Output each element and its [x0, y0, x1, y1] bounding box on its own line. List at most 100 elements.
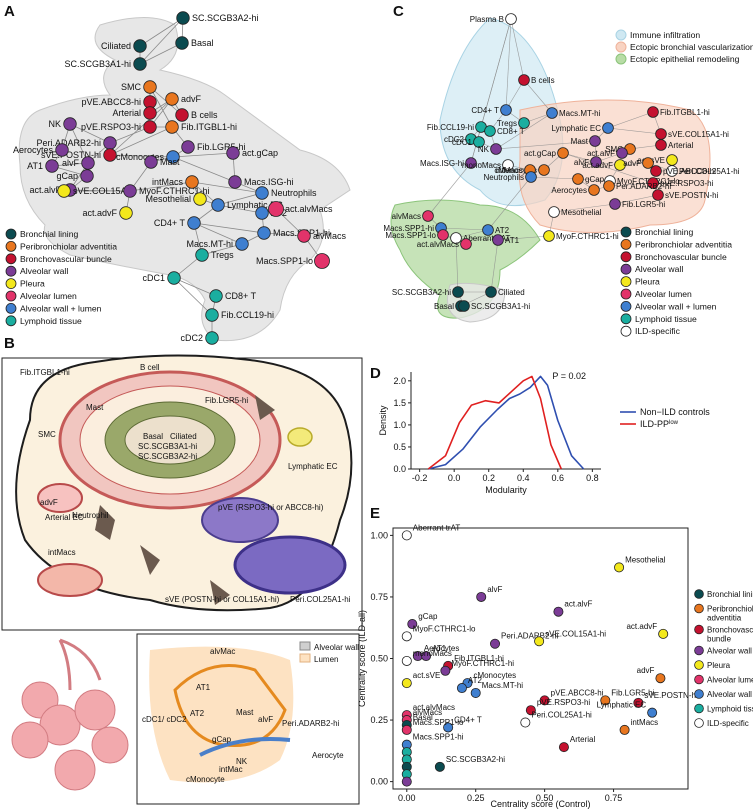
network-c-node-label: intMacs — [495, 166, 523, 175]
network-c-node — [482, 224, 494, 236]
legend-label: Alveolar wall — [635, 264, 683, 274]
network-a-node — [187, 216, 201, 230]
network-a-node — [211, 198, 225, 212]
scatter-legend-label: Alveolar wall + lumen — [707, 690, 753, 699]
network-c-edge — [455, 237, 459, 293]
scatter-point — [553, 606, 564, 617]
legend-label: Alveolar wall — [20, 266, 68, 276]
network-a-edge — [172, 156, 236, 183]
scatter-point — [434, 761, 445, 772]
scatter-point — [401, 530, 412, 541]
fibroblast-shape — [210, 580, 230, 605]
scatter-point — [401, 776, 412, 787]
network-a-node — [195, 248, 209, 262]
network-c-node — [589, 135, 601, 147]
network-c-node — [492, 234, 504, 246]
network-c-edge — [490, 239, 499, 293]
illustration-label: Fib.ITGBL1-hi — [20, 368, 70, 377]
scatter-point-label: Macs.MT-hi — [482, 681, 524, 690]
inset-label: intMac — [219, 765, 243, 774]
scatter-point-label: act.advF — [626, 622, 657, 631]
density-y-tick-label: 1.5 — [393, 398, 406, 408]
scatter-point-label: act.alvF — [564, 600, 592, 609]
network-c-node-label: CD4+ T — [471, 106, 499, 115]
legend-swatch — [5, 290, 17, 302]
inset-legend-wall: Alveolar wall — [314, 643, 359, 652]
scatter-point-label: Aberrant trAT — [413, 523, 461, 532]
network-a-edge — [69, 123, 111, 144]
network-c-node — [538, 164, 550, 176]
scatter-point — [619, 724, 630, 735]
scatter-legend-swatch — [694, 718, 704, 728]
legend-label: Peribronchiolar adventitia — [635, 239, 732, 249]
network-a-node-label: Mesothelial — [145, 194, 191, 204]
network-c-node-label: Arterial — [668, 141, 694, 150]
legend-label: Bronchovascular buncle — [635, 252, 727, 262]
network-c-edge — [497, 235, 550, 241]
network-c-edge — [607, 111, 654, 129]
scatter-point — [401, 631, 412, 642]
legend-swatch — [620, 325, 632, 337]
scatter-frame — [392, 527, 689, 790]
network-a-node — [176, 11, 190, 25]
network-a-node — [45, 159, 59, 173]
network-a-node-label: Neutrophils — [271, 188, 317, 198]
network-c-node — [557, 147, 569, 159]
network-c-node-label: Aberrant trAT — [463, 234, 511, 243]
scatter-legend-label: Bronchial lining — [707, 590, 753, 599]
scatter-y-tick-label: 0.00 — [370, 777, 388, 787]
network-a-node-label: act.alvMacs — [285, 204, 333, 214]
inset-alveolar-wall — [173, 664, 287, 748]
network-c-node-label: monoMacs — [462, 161, 501, 170]
network-a-node — [143, 106, 157, 120]
network-a-node — [166, 150, 180, 164]
network-a-edge — [173, 277, 213, 316]
legend-swatch — [620, 226, 632, 238]
network-c-node — [437, 229, 449, 241]
network-c-edge — [505, 18, 512, 111]
network-a-node-label: Ciliated — [101, 41, 131, 51]
network-a-node-label: alvF — [62, 158, 80, 168]
network-c-node-label: Per.ADARB2-hi — [616, 182, 671, 191]
network-c-node-label: Peri.COL25A1-hi — [679, 167, 740, 176]
network-c-edge — [495, 140, 596, 150]
scatter-legend-label: Alveolar wall — [707, 647, 752, 656]
legend-swatch — [620, 263, 632, 275]
network-a-edge — [109, 154, 174, 158]
network-a-node — [143, 80, 157, 94]
network-a-node — [144, 155, 158, 169]
network-c-node — [546, 107, 558, 119]
network-a-node — [103, 148, 117, 162]
network-a-node — [81, 156, 95, 170]
network-a-node-label: Tregs — [211, 250, 234, 260]
network-c-node — [450, 232, 462, 244]
network-a-node-label: Lymphatic EC — [227, 200, 283, 210]
network-a-node-label: MyoF.CTHRC1-hi — [139, 186, 210, 196]
scatter-legend-swatch — [694, 645, 704, 656]
network-c-node — [647, 177, 659, 189]
network-a-edge — [217, 204, 263, 214]
network-a-node — [119, 206, 133, 220]
network-a-node-label: sVE.COL15A-hi — [73, 186, 137, 196]
scatter-point-label: act.sVE — [413, 671, 441, 680]
scatter-point — [614, 562, 625, 573]
network-c-edge — [427, 162, 472, 217]
network-a-node-label: Arterial — [112, 108, 141, 118]
illustration-label: Basal — [143, 432, 163, 441]
inset-label: Aerocyte — [312, 751, 344, 760]
density-series-line — [428, 375, 585, 470]
fibroblast-shape — [95, 505, 115, 540]
network-a-node-label: Mast — [160, 157, 180, 167]
scatter-x-tick-label: 0.75 — [605, 793, 623, 803]
scatter-point — [647, 707, 658, 718]
scatter-point — [440, 665, 451, 676]
scatter-point — [401, 678, 412, 689]
network-c-node-label: advF — [623, 159, 641, 168]
arterial-vessel — [37, 483, 83, 513]
network-c-node-label: pVE.ABCC8-hi — [663, 167, 716, 176]
network-a-node-label: Macs.MT-hi — [186, 239, 233, 249]
illustration-label: Lymphatic EC — [288, 462, 338, 471]
